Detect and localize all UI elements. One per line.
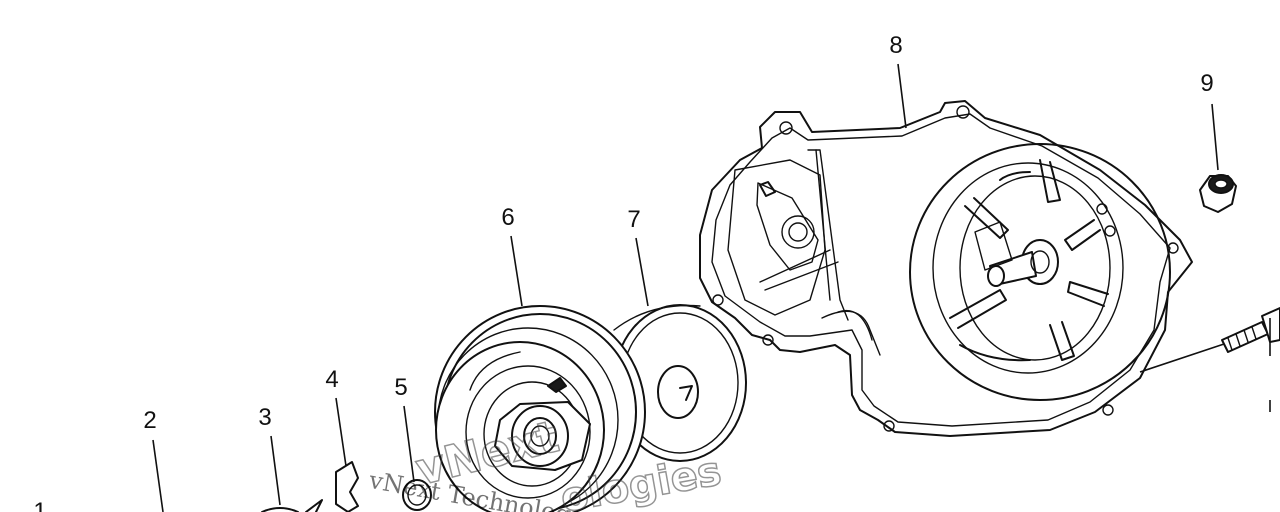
callout-9: 9 [1200, 70, 1214, 97]
callout-1: 1 [33, 498, 47, 512]
part-4-pawl [335, 461, 359, 512]
callout-5: 5 [394, 374, 408, 401]
callout-2: 2 [143, 407, 157, 434]
part-3-clip [261, 499, 323, 512]
part-9-nut [1199, 174, 1237, 213]
callout-8: 8 [889, 32, 903, 59]
callout-3: 3 [258, 404, 272, 431]
part-5-washer [402, 479, 432, 511]
part-7-spring-plate [613, 304, 747, 462]
part-6-pulley [434, 305, 646, 512]
bolt [1139, 307, 1280, 373]
leader-lines [152, 63, 1271, 512]
part-8-housing [699, 100, 1193, 437]
callout-6: 6 [501, 204, 515, 231]
callout-4: 4 [325, 366, 339, 393]
callout-7: 7 [627, 206, 641, 233]
